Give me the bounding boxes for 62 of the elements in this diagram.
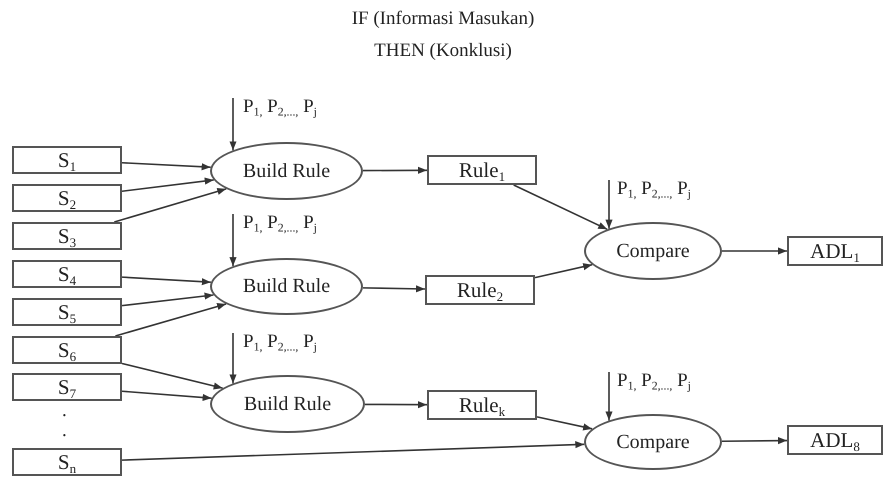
node-label: Build Rule <box>242 275 330 298</box>
arrow <box>229 333 237 384</box>
arrow <box>122 177 214 192</box>
arrow <box>122 292 214 306</box>
arrow <box>534 263 592 278</box>
node-label: S$_{3}$ <box>58 224 76 248</box>
arrow <box>122 390 212 402</box>
node-label: S$_{1}$ <box>58 148 76 172</box>
parameter-label: P$_{1,}$ P$_{2,...,}$ P$_{j}$ <box>617 370 691 392</box>
arrow <box>722 247 787 255</box>
heading-text: THEN (Konklusi) <box>374 40 512 62</box>
process-box <box>12 260 122 288</box>
parameter-label: P$_{1,}$ P$_{2,...,}$ P$_{j}$ <box>243 212 317 234</box>
arrow <box>536 416 592 430</box>
arrow <box>114 188 226 223</box>
process-box <box>787 425 883 455</box>
process-box <box>12 184 122 212</box>
node-label: S$_{4}$ <box>58 262 76 286</box>
process-box <box>12 336 122 364</box>
node-label: Rule$_{2}$ <box>456 278 504 302</box>
process-box <box>12 373 122 401</box>
node-label: Build Rule <box>244 392 332 416</box>
process-box <box>12 448 122 476</box>
process-box <box>427 155 537 185</box>
node-label: Rule$_{1}$ <box>458 158 506 182</box>
node-label: ADL$_{1}$ <box>810 238 860 264</box>
process-box <box>12 146 122 174</box>
arrow <box>513 184 608 230</box>
arrow <box>122 441 584 461</box>
node-label: S$_{7}$ <box>58 374 76 400</box>
arrow <box>362 285 426 292</box>
heading-text: IF (Informasi Masukan) <box>352 8 534 30</box>
node-label: S$_{5}$ <box>58 300 76 324</box>
arrow <box>122 276 211 286</box>
process-box <box>12 222 122 250</box>
arrow <box>365 401 427 408</box>
parameter-label: P$_{1,}$ P$_{2,...,}$ P$_{j}$ <box>617 178 691 200</box>
node-label: Compare <box>616 240 690 262</box>
process-box <box>787 236 883 266</box>
node-label: S$_{2}$ <box>58 186 76 210</box>
node-label: Rule$_{k}$ <box>458 392 506 418</box>
node-label: S$_{6}$ <box>58 338 76 362</box>
arrow <box>229 98 237 150</box>
process-box <box>12 298 122 326</box>
node-label: Build Rule <box>242 160 330 182</box>
node-label: ADL$_{8}$ <box>810 428 860 452</box>
process-box <box>427 390 537 420</box>
arrow <box>722 437 788 444</box>
arrow <box>362 166 427 174</box>
ellipsis-dot: . <box>62 420 67 442</box>
arrow <box>605 372 613 420</box>
parameter-label: P$_{1,}$ P$_{2,...,}$ P$_{j}$ <box>243 96 317 118</box>
arrow <box>122 162 211 170</box>
arrow <box>605 180 613 229</box>
arrow <box>115 303 226 337</box>
ellipsis-dot: . <box>62 400 67 422</box>
node-label: Compare <box>616 430 690 454</box>
process-box <box>425 275 535 305</box>
arrow <box>229 214 237 266</box>
arrow <box>122 362 223 390</box>
parameter-label: P$_{1,}$ P$_{2,...,}$ P$_{j}$ <box>243 331 317 353</box>
node-label: S$_{n}$ <box>58 450 76 474</box>
